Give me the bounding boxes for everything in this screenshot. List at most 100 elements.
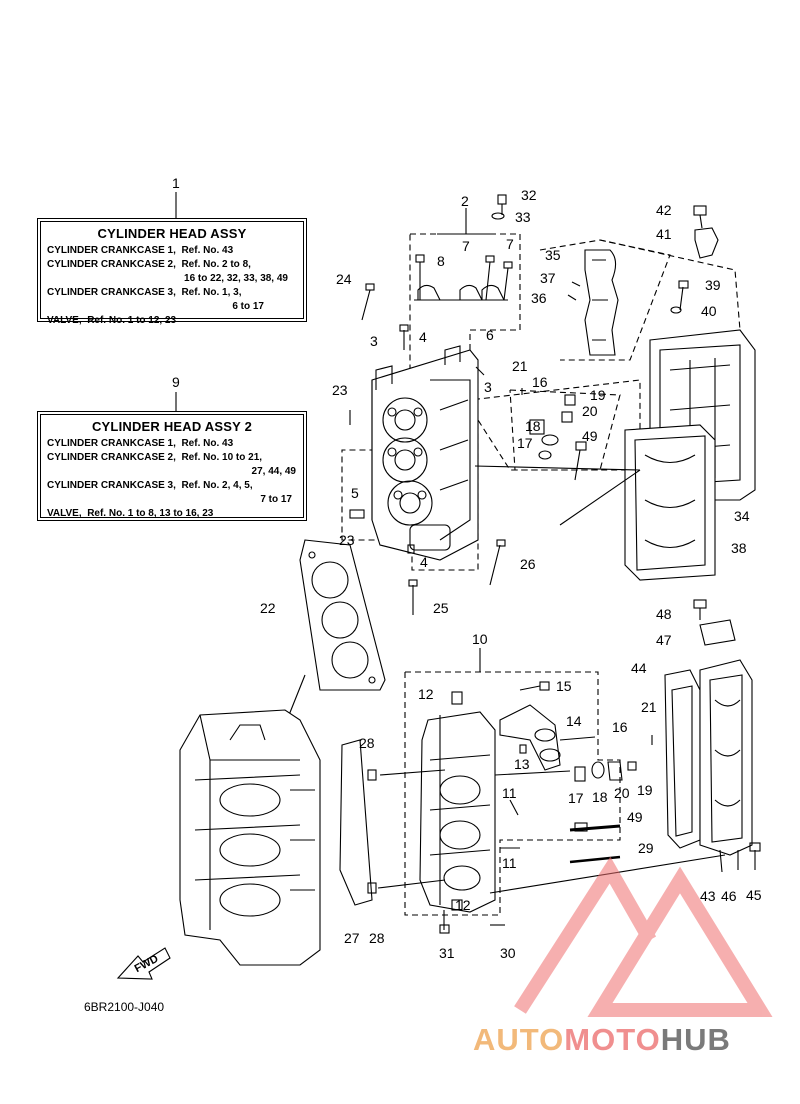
callout-3a: 3 xyxy=(370,333,378,349)
ref-box-line: 27, 44, 49 xyxy=(251,466,296,477)
ref-box-line: CYLINDER CRANKCASE 2, Ref. No. 10 to 21, xyxy=(47,452,263,463)
lower-bracket xyxy=(499,681,596,771)
callout-33: 33 xyxy=(515,209,531,225)
thermostat-upper xyxy=(521,388,587,481)
callout-27: 27 xyxy=(344,930,360,946)
callout-19b: 19 xyxy=(637,782,653,798)
callout-12b: 12 xyxy=(455,897,471,913)
lower-gasket xyxy=(339,739,373,906)
callout-28b: 28 xyxy=(369,930,385,946)
cylinder-head-upper xyxy=(371,345,479,561)
callout-3b: 3 xyxy=(484,379,492,395)
callout-45: 45 xyxy=(746,887,762,903)
exhaust-cover-lower xyxy=(651,599,761,873)
ref-box-cylinder-head-assy-2: CYLINDER HEAD ASSY 2 CYLINDER CRANKCASE … xyxy=(37,411,307,521)
crankcase-block xyxy=(179,709,321,966)
exhaust-cover-upper xyxy=(624,205,756,581)
bolts-upper xyxy=(349,194,513,615)
head-gasket xyxy=(299,539,386,691)
callout-28a: 28 xyxy=(359,735,375,751)
callout-24: 24 xyxy=(336,271,352,287)
callout-49b: 49 xyxy=(627,809,643,825)
callout-11a: 11 xyxy=(502,785,517,801)
callout-4a: 4 xyxy=(419,329,427,345)
callout-39: 39 xyxy=(705,277,721,293)
ref-box-line: CYLINDER CRANKCASE 3, Ref. No. 1, 3, xyxy=(47,287,242,298)
callout-26: 26 xyxy=(520,556,536,572)
callout-23b: 23 xyxy=(339,532,355,548)
callout-36: 36 xyxy=(531,290,547,306)
callout-25: 25 xyxy=(433,600,449,616)
callout-10: 10 xyxy=(472,631,488,647)
callout-23a: 23 xyxy=(332,382,348,398)
callout-18a: 18 xyxy=(525,418,541,434)
callout-8: 8 xyxy=(437,253,445,269)
callout-30: 30 xyxy=(500,945,516,961)
watermark-text: AUTOMOTOHUB xyxy=(473,1022,731,1058)
callout-32: 32 xyxy=(521,187,537,203)
document-code: 6BR2100-J040 xyxy=(84,1000,165,1014)
callout-49a: 49 xyxy=(582,428,598,444)
callout-ref-1: 1 xyxy=(172,175,180,191)
callout-20a: 20 xyxy=(582,403,598,419)
callout-43: 43 xyxy=(700,888,716,904)
callout-7a: 7 xyxy=(462,238,470,254)
callout-41: 41 xyxy=(656,226,672,242)
callout-35: 35 xyxy=(545,247,561,263)
ref-box-line: 6 to 17 xyxy=(232,301,264,312)
camshaft-caps xyxy=(414,284,508,301)
ref-box-line: CYLINDER CRANKCASE 1, Ref. No. 43 xyxy=(47,438,234,449)
callout-16a: 16 xyxy=(532,374,548,390)
callout-42: 42 xyxy=(656,202,672,218)
callout-12a: 12 xyxy=(418,686,434,702)
upper-group-dashed-frame xyxy=(341,233,641,571)
callout-6: 6 xyxy=(486,327,494,343)
watermark-part-moto: MOTO xyxy=(564,1022,661,1057)
callout-19a: 19 xyxy=(590,387,606,403)
callout-29: 29 xyxy=(638,840,654,856)
callout-37: 37 xyxy=(540,270,556,286)
ref-box-line: VALVE, Ref. No. 1 to 12, 23 xyxy=(47,315,177,326)
callout-38: 38 xyxy=(731,540,747,556)
thermostat-lower xyxy=(574,761,637,782)
watermark-part-auto: AUTO xyxy=(473,1022,565,1057)
watermark-part-hub: HUB xyxy=(660,1022,731,1057)
cylinder-head-lower xyxy=(419,691,496,913)
callout-34: 34 xyxy=(734,508,750,524)
callout-22: 22 xyxy=(260,600,276,616)
callout-11b: 11 xyxy=(502,855,517,871)
callout-15: 15 xyxy=(556,678,572,694)
callout-31: 31 xyxy=(439,945,455,961)
callout-44: 44 xyxy=(631,660,647,676)
callout-18b: 18 xyxy=(592,789,608,805)
ref-box-cylinder-head-assy: CYLINDER HEAD ASSY CYLINDER CRANKCASE 1,… xyxy=(37,218,307,326)
ref-box-title: CYLINDER HEAD ASSY 2 xyxy=(91,419,253,434)
callout-46: 46 xyxy=(721,888,737,904)
link-line-a xyxy=(474,465,641,471)
callout-ref-9: 9 xyxy=(172,374,180,390)
callout-48: 48 xyxy=(656,606,672,622)
callout-5: 5 xyxy=(351,485,359,501)
thermostat-dashed-frame xyxy=(509,389,621,471)
ref-box-title: CYLINDER HEAD ASSY xyxy=(97,226,247,241)
cam-cover-upper xyxy=(567,249,619,356)
lower-group-dashed-frame xyxy=(404,671,621,916)
ref-box-line: 16 to 22, 32, 33, 38, 49 xyxy=(184,273,288,284)
callout-20b: 20 xyxy=(614,785,630,801)
callout-40: 40 xyxy=(701,303,717,319)
callout-4b: 4 xyxy=(420,554,428,570)
callout-13: 13 xyxy=(514,756,530,772)
callout-2: 2 xyxy=(461,193,469,209)
link-line-b xyxy=(559,469,641,526)
callout-21a: 21 xyxy=(512,358,528,374)
fwd-arrow-shape xyxy=(116,947,171,980)
callout-16b: 16 xyxy=(612,719,628,735)
callout-14: 14 xyxy=(566,713,582,729)
ref-box-line: CYLINDER CRANKCASE 2, Ref. No. 2 to 8, xyxy=(47,259,251,270)
callout-17a: 17 xyxy=(517,435,533,451)
callout-21b: 21 xyxy=(641,699,657,715)
callout-17b: 17 xyxy=(568,790,584,806)
callout-47: 47 xyxy=(656,632,672,648)
watermark-logo xyxy=(514,856,773,1017)
